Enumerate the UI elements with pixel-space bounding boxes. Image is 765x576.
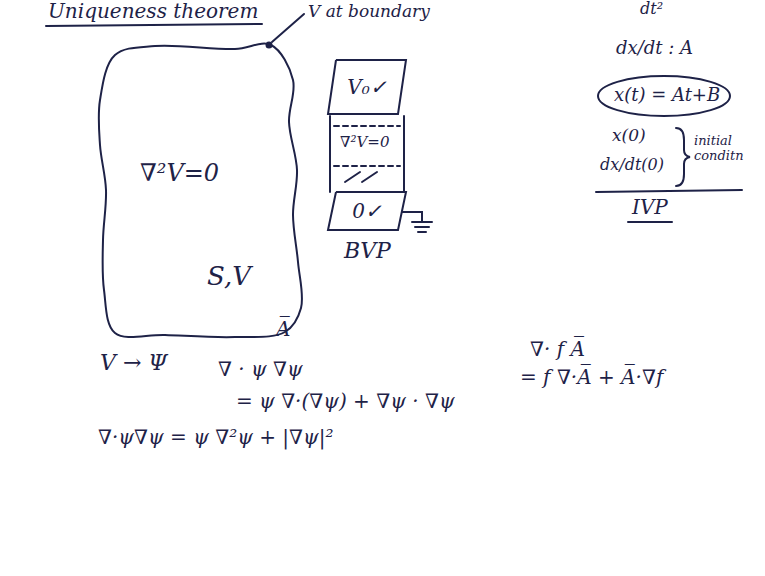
equation: ∇²V=0 — [340, 134, 389, 151]
outline — [99, 44, 302, 338]
dashed-line — [334, 125, 400, 127]
node-text: ∇²V=0 — [140, 160, 219, 188]
underline — [46, 24, 262, 26]
leader-line — [272, 14, 304, 42]
side-line — [403, 116, 405, 192]
node-text: V₀✓ — [347, 76, 386, 99]
equation: V → Ψ — [100, 350, 168, 375]
note: initial conditn — [694, 134, 756, 164]
plate: 0✓ — [326, 190, 408, 232]
equation: = ψ ∇·(∇ψ) + ∇ψ · ∇ψ — [236, 390, 455, 413]
bvp-label: BVP — [344, 238, 391, 263]
region-outline — [95, 40, 310, 340]
equation: ∇· f A̅ — [530, 338, 585, 361]
circle-mark — [598, 76, 730, 116]
boundary-note: V at boundary — [308, 2, 430, 22]
node-text: S,V — [207, 262, 251, 292]
equation: ∇ · ψ ∇ψ — [218, 358, 303, 381]
ivp-label: IVP — [632, 196, 668, 219]
ground-symbol — [415, 226, 429, 228]
title: Uniqueness theorem — [48, 0, 258, 23]
hatch — [362, 172, 377, 182]
outline — [328, 192, 406, 230]
equation: dt² — [640, 0, 663, 18]
region-outline: ∇²V=0S,V — [95, 40, 310, 340]
side-line — [329, 116, 331, 192]
equation: A̅ — [276, 318, 290, 341]
rule — [596, 190, 742, 192]
underline — [628, 221, 672, 223]
brace — [676, 128, 690, 186]
ground-symbol — [418, 231, 426, 233]
equation: x(0) — [612, 126, 646, 146]
hatch — [345, 172, 360, 182]
equation: = f ∇·A̅ + A̅·∇f — [520, 366, 663, 389]
plate: V₀✓ — [326, 58, 408, 116]
equation: x(t) = At+B — [614, 85, 720, 106]
node-text: 0✓ — [352, 200, 382, 223]
dashed-line — [334, 165, 400, 167]
equation: ∇·ψ∇ψ = ψ ∇²ψ + |∇ψ|² — [98, 426, 333, 449]
equation: dx/dt(0) — [600, 156, 664, 174]
outline — [328, 60, 406, 114]
equation: dx/dt : A — [616, 38, 693, 59]
ground-wire — [402, 212, 422, 222]
ground-symbol — [412, 221, 432, 223]
